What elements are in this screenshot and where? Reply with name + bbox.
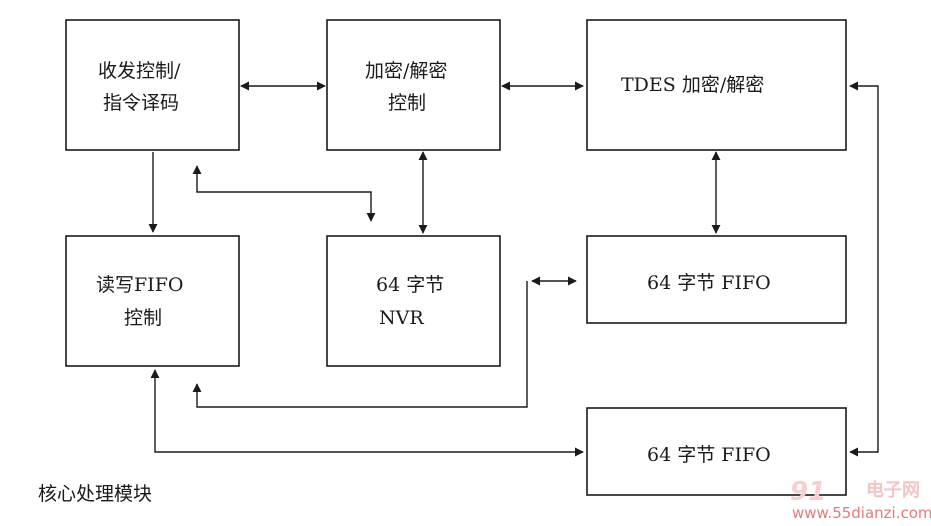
txrx-control-box — [65, 19, 240, 151]
watermark-number: 91 — [790, 477, 826, 507]
crypt-label-line2: 控制 — [388, 92, 426, 114]
fifo-b-label: 64 字节 FIFO — [647, 444, 771, 466]
tdes-box — [586, 19, 847, 151]
txrx-label-line2: 指令译码 — [103, 92, 179, 114]
watermark-url: www.55dianzi.com — [792, 504, 931, 522]
nvr-label-line2: NVR — [379, 307, 424, 329]
nvr-label-line1: 64 字节 — [376, 274, 444, 296]
watermark-brand: 电子网 — [866, 479, 920, 501]
module-caption: 核心处理模块 — [38, 483, 152, 505]
nvr-box — [326, 235, 501, 367]
fifo-b-box — [586, 407, 847, 496]
crypt-control-box — [326, 19, 501, 151]
fifo-a-box — [586, 235, 847, 324]
rwfifo-fifo-b-arrow — [150, 369, 584, 457]
fifo-a-label: 64 字节 FIFO — [647, 272, 771, 294]
rw-fifo-label-line1: 读写FIFO — [96, 274, 183, 296]
txrx-label-line1: 收发控制/ — [98, 60, 181, 82]
tdes-fifo-b-side-arrow — [849, 81, 879, 457]
rw-fifo-control-box — [65, 235, 240, 367]
rw-fifo-label-line2: 控制 — [124, 307, 162, 329]
crypt-label-line1: 加密/解密 — [365, 60, 447, 82]
tdes-label: TDES 加密/解密 — [621, 74, 764, 96]
txrx-nvr-loop-arrow — [192, 165, 376, 222]
